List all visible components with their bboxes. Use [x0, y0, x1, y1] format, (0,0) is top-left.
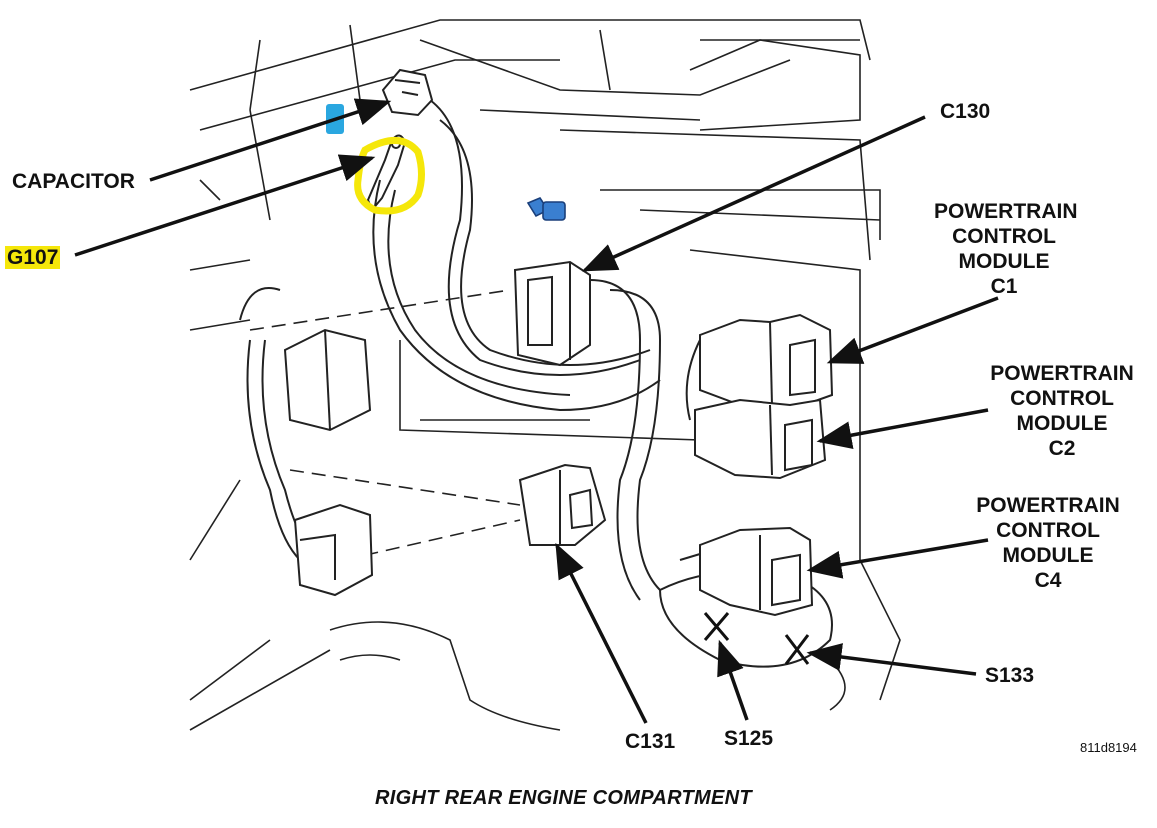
- label-g107-text: G107: [5, 246, 61, 269]
- dashed-guides: [249, 289, 521, 571]
- connector-c130: [513, 260, 591, 367]
- capacitor-part: [381, 68, 434, 117]
- label-c131: C131: [625, 730, 676, 753]
- leader-c131: [555, 542, 648, 724]
- g107-highlight: [354, 137, 425, 215]
- pcm-c1-connector: [699, 313, 834, 412]
- label-s133: S133: [985, 664, 1035, 687]
- label-s125: S125: [724, 727, 774, 750]
- leader-pcm-c4: [806, 538, 989, 579]
- pcm-c2-line-2: CONTROL: [1010, 387, 1114, 410]
- pcm-c1-line-3: MODULE: [958, 250, 1050, 273]
- pcm-c1-line-1: POWERTRAIN: [934, 200, 1078, 223]
- leader-pcm-c1: [826, 296, 999, 364]
- leader-s125: [717, 639, 749, 721]
- body-structure: [189, 19, 901, 731]
- leader-capacitor: [149, 98, 392, 182]
- pcm-c2-line-3: MODULE: [1016, 412, 1108, 435]
- leader-g107: [74, 154, 376, 257]
- left-connector: [293, 503, 374, 597]
- bolt-icon: [526, 197, 566, 221]
- pcm-c2-line-4: C2: [1048, 437, 1076, 460]
- label-pcm-c2: POWERTRAIN CONTROL MODULE C2: [982, 361, 1142, 461]
- pcm-c4-connector: [699, 526, 814, 617]
- pcm-c4-line-3: MODULE: [1002, 544, 1094, 567]
- pcm-c4-line-2: CONTROL: [996, 519, 1100, 542]
- pcm-c2-line-1: POWERTRAIN: [990, 362, 1134, 385]
- document-id: 811d8194: [1080, 740, 1137, 755]
- splice-x-marks: [703, 612, 810, 665]
- pcm-c4-line-1: POWERTRAIN: [976, 494, 1120, 517]
- pcm-c1-line-2: CONTROL: [952, 225, 1056, 248]
- relay-block: [283, 328, 372, 432]
- leader-s133: [806, 643, 977, 676]
- label-c130: C130: [940, 100, 991, 123]
- label-pcm-c4: POWERTRAIN CONTROL MODULE C4: [968, 493, 1128, 593]
- diagram-caption: RIGHT REAR ENGINE COMPARTMENT: [375, 787, 752, 809]
- pcm-c1-line-4: C1: [990, 275, 1018, 298]
- label-capacitor: CAPACITOR: [12, 170, 135, 193]
- connector-c131: [518, 463, 607, 546]
- leader-c130: [581, 115, 926, 272]
- pcm-c2-connector: [694, 398, 827, 480]
- callout-leaders: [74, 98, 999, 724]
- pcm-c4-line-4: C4: [1034, 569, 1062, 592]
- label-pcm-c1: POWERTRAIN CONTROL MODULE C1: [934, 199, 1078, 299]
- label-g107: G107: [5, 245, 61, 270]
- leader-pcm-c2: [816, 408, 989, 450]
